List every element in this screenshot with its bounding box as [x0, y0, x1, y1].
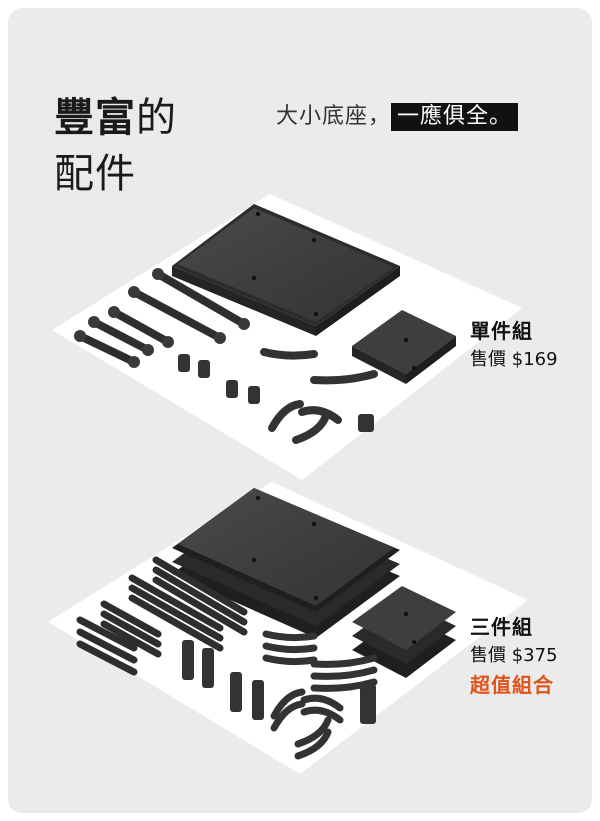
title-line2: 配件 [54, 151, 136, 197]
large-base-plates-triple [172, 488, 400, 638]
triple-set-name: 三件組 [470, 615, 533, 639]
triple-set-price: 售價 $375 [470, 645, 558, 666]
rods-single [76, 270, 248, 366]
connectors-triple [182, 640, 376, 724]
title-rest: 的 [136, 95, 177, 141]
small-base-plates-triple [352, 586, 456, 678]
connectors-single [178, 354, 374, 432]
triple-set-info: 三件組 售價 $375 超值組合 [470, 612, 558, 700]
page-title: 豐富的 配件 [54, 90, 177, 202]
rod-ends-single [74, 268, 250, 368]
large-base-plate-single [172, 204, 400, 336]
tagline-highlight: 一應俱全。 [391, 103, 519, 131]
rods-triple [76, 556, 248, 676]
platform-single [52, 194, 522, 480]
title-bold: 豐富 [54, 95, 136, 141]
single-set-price: 售價 $169 [470, 349, 558, 370]
promo-card: 豐富的 配件 大小底座，一應俱全。 [8, 8, 592, 813]
tagline: 大小底座，一應俱全。 [276, 102, 519, 132]
tagline-text: 大小底座， [276, 104, 392, 129]
platform-triple [48, 482, 528, 774]
single-set-info: 單件組 售價 $169 [470, 316, 558, 374]
accessories-illustration [48, 194, 528, 774]
arms-single [260, 348, 378, 444]
arms-triple [262, 630, 378, 760]
small-base-plate-single [352, 310, 456, 384]
triple-set-promo: 超值組合 [470, 673, 554, 697]
single-set-name: 單件組 [470, 319, 533, 343]
